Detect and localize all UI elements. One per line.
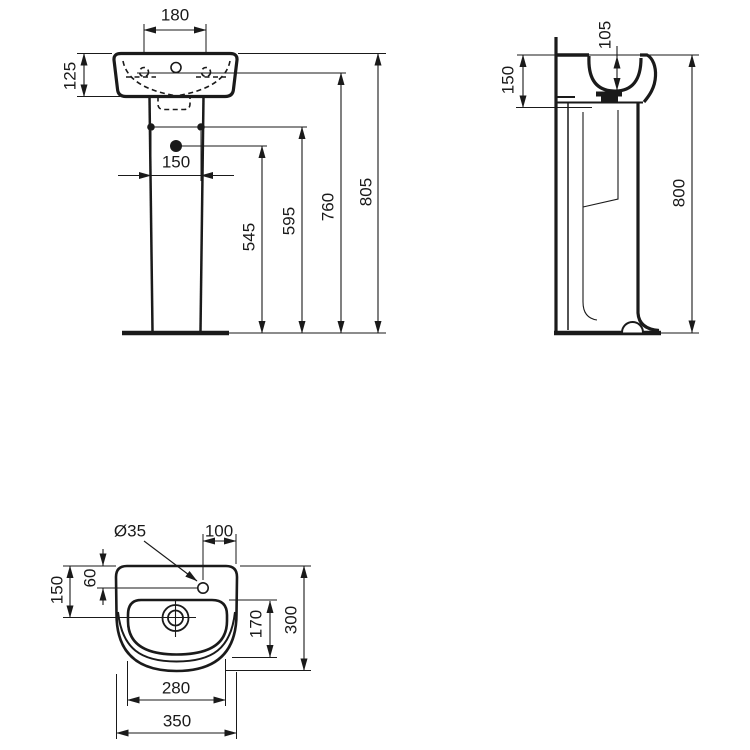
- bowl-outline-plan: [126, 598, 229, 656]
- overflow-hole: [170, 61, 182, 74]
- pedestal-front-edge: [636, 102, 660, 333]
- basin-lower-edge-curve: [117, 611, 236, 663]
- pedestal-interior-line: [582, 112, 598, 321]
- dim-plan-total-depth: 300: [282, 606, 301, 634]
- dim-front-760: 760: [319, 193, 338, 221]
- dim-plan-tap-offset-front: 60: [81, 569, 100, 588]
- basin-front-profile: [640, 53, 658, 104]
- pedestal-interior-panel: [582, 110, 619, 208]
- tap-hole-hidden-left: [138, 66, 150, 78]
- drain-hidden-outline: [157, 96, 191, 111]
- basin-outline-front: [112, 51, 239, 99]
- dim-front-595: 595: [280, 207, 299, 235]
- front-view: 180 125 150: [61, 6, 386, 336]
- dim-front-805: 805: [357, 178, 376, 206]
- drain-flange-section: [596, 91, 622, 97]
- side-view: 150 105 800: [499, 21, 699, 336]
- pedestal-right-edge: [199, 96, 205, 332]
- dim-plan-bowl-width: 280: [162, 679, 190, 698]
- dim-front-pedestal-holes: 150: [162, 153, 190, 172]
- dim-plan-tap-offset-right: 100: [205, 522, 233, 541]
- dim-plan-bowl-depth: 170: [247, 610, 266, 638]
- pedestal-left-edge: [148, 96, 154, 332]
- dim-side-bowl-depth: 105: [596, 21, 615, 49]
- leader-line-tap-hole: [143, 540, 198, 582]
- bowl-section-curve: [587, 55, 643, 93]
- plan-view: Ø35 100 60 150 170 300 280: [48, 522, 311, 739]
- dim-plan-tap-hole-diameter: Ø35: [114, 522, 146, 541]
- dim-front-basin-height: 125: [61, 62, 80, 90]
- dim-front-545: 545: [240, 223, 259, 251]
- dim-plan-drain-offset: 150: [48, 576, 67, 604]
- tap-hole-hidden-right: [200, 66, 212, 78]
- dim-side-section-height: 150: [499, 66, 518, 94]
- trap-pipe-detail: [621, 321, 644, 333]
- dim-plan-total-width: 350: [163, 712, 191, 731]
- drain-outlet-section: [601, 96, 618, 103]
- dim-front-tap-spacing: 180: [161, 6, 189, 25]
- dim-side-total-height: 800: [670, 179, 689, 207]
